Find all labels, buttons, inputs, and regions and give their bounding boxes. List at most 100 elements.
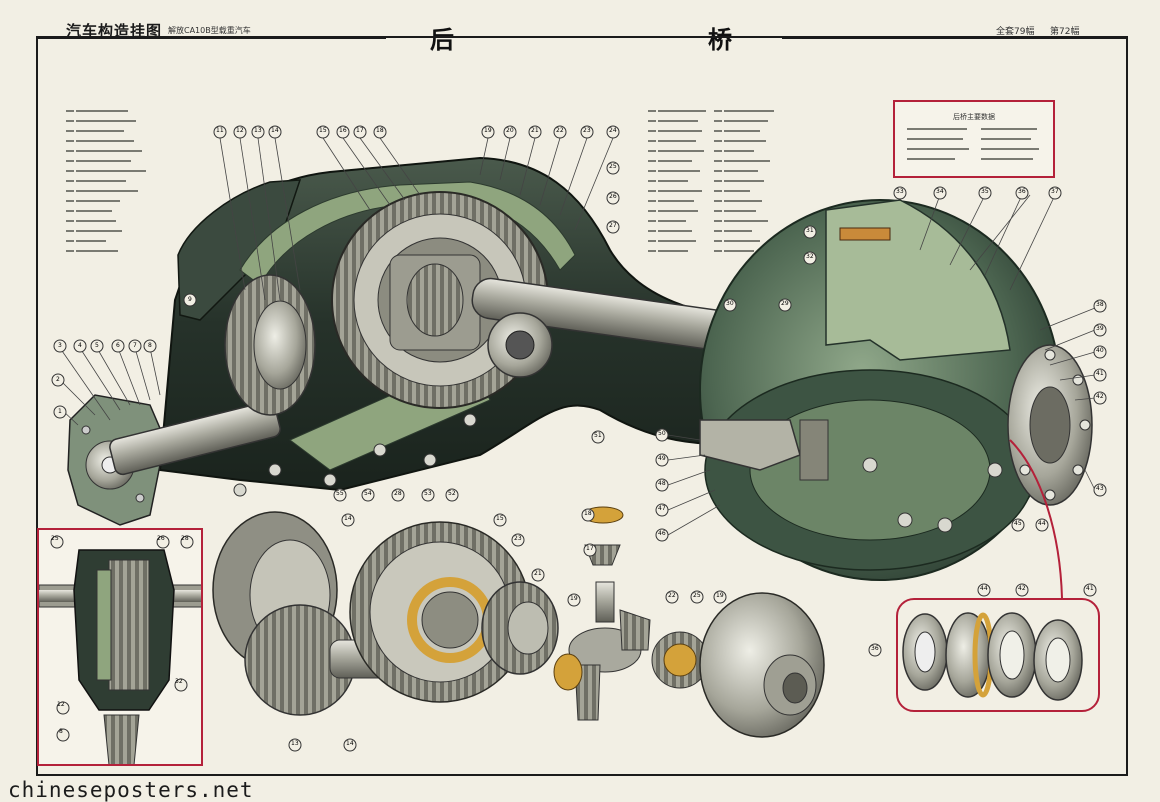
differential-case [389, 254, 481, 351]
callout-label-inset: 32 [175, 678, 183, 685]
callouts-exploded [288, 508, 1097, 752]
exploded-spider [553, 506, 651, 721]
callout-label-exploded: 18 [584, 510, 592, 517]
brake-camshaft-bracket [699, 419, 829, 481]
callout-label-exploded: 19 [716, 592, 724, 599]
callout-label: 16 [339, 127, 347, 134]
callout-label: 47 [658, 505, 666, 512]
callout-label: 5 [95, 342, 99, 349]
issue-count: 全套79幅 [996, 27, 1035, 37]
callout-label: 15 [319, 127, 327, 134]
legend-column-left [66, 110, 146, 252]
issue-number: 第72幅 [1050, 27, 1080, 37]
drum-bolts [862, 457, 1003, 533]
drive-bevel-pinion [224, 274, 316, 416]
callout-label-inset: 12 [57, 701, 65, 708]
callout-label-lock: 44 [980, 585, 988, 592]
header-rule-right [782, 37, 1128, 39]
inset-section-view [37, 528, 203, 766]
callout-label-exploded: 21 [534, 570, 542, 577]
callout-label: 40 [1096, 347, 1104, 354]
lock-nut-assembly [902, 612, 1083, 701]
callout-label: 27 [609, 222, 617, 229]
callout-label-inset: 8 [59, 728, 63, 735]
series-subtitle: 解放CA10B型载重汽车 [168, 26, 251, 35]
callout-label: 51 [594, 432, 602, 439]
callout-label-exploded: 13 [291, 740, 299, 747]
callout-label: 43 [1096, 485, 1104, 492]
callout-label: 34 [936, 188, 944, 195]
callout-label: 1 [58, 408, 62, 415]
callout-label-exploded: 22 [668, 592, 676, 599]
poster-frame [36, 36, 1128, 776]
exploded-crown-wheel [349, 521, 531, 703]
callout-label: 49 [658, 455, 666, 462]
callout-label-inset: 25 [51, 535, 59, 542]
callout-label: 21 [531, 127, 539, 134]
callout-label-lock: 42 [1018, 585, 1026, 592]
callout-label: 22 [556, 127, 564, 134]
series-title: 汽车构造挂图 [66, 22, 163, 40]
callout-label: 50 [658, 430, 666, 437]
callout-label: 46 [658, 530, 666, 537]
callout-label: 33 [896, 188, 904, 195]
callout-label: 3 [58, 342, 62, 349]
exploded-diff-case-half [699, 592, 825, 738]
callout-label: 45 [1014, 520, 1022, 527]
spec-box-lines [907, 128, 1039, 160]
callout-label: 24 [609, 127, 617, 134]
callout-label-lock: 41 [1086, 585, 1094, 592]
callout-label: 29 [781, 300, 789, 307]
brake-backing-plate [825, 199, 1011, 361]
title-char-1: 后 [430, 25, 454, 54]
callout-label: 52 [448, 490, 456, 497]
callout-label: 23 [583, 127, 591, 134]
callout-label-exploded: 14 [344, 515, 352, 522]
callout-label-exploded: 17 [586, 545, 594, 552]
callout-label: 44 [1038, 520, 1046, 527]
callout-circles [51, 125, 1107, 542]
callout-label-inset: 28 [181, 535, 189, 542]
callout-label: 36 [1018, 188, 1026, 195]
callout-label: 54 [364, 490, 372, 497]
callout-label-lock: 36 [871, 645, 879, 652]
callout-label: 19 [484, 127, 492, 134]
watermark: chineseposters.net [8, 778, 254, 802]
wheel-hub-flange [1007, 344, 1093, 506]
callout-label: 11 [216, 127, 224, 134]
callout-label: 53 [424, 490, 432, 497]
callout-label: 6 [116, 342, 120, 349]
carrier-bolts [233, 413, 477, 497]
callout-label: 42 [1096, 393, 1104, 400]
callout-label: 31 [806, 227, 814, 234]
callout-label: 35 [981, 188, 989, 195]
callout-label-exploded: 25 [693, 592, 701, 599]
callout-label: 18 [376, 127, 384, 134]
callout-label: 25 [609, 163, 617, 170]
callout-label: 20 [506, 127, 514, 134]
brake-lining [839, 227, 891, 241]
callout-label: 4 [78, 342, 82, 349]
callout-label: 38 [1096, 301, 1104, 308]
callout-label: 30 [726, 300, 734, 307]
callout-label: 37 [1051, 188, 1059, 195]
callout-label: 2 [56, 376, 60, 383]
callout-label: 12 [236, 127, 244, 134]
callout-label-inset: 26 [157, 535, 165, 542]
callout-label-exploded: 14 [346, 740, 354, 747]
callout-label: 26 [609, 193, 617, 200]
callout-label: 7 [133, 342, 137, 349]
callout-label: 39 [1096, 325, 1104, 332]
callout-label: 41 [1096, 370, 1104, 377]
exploded-side-gear-right [651, 631, 709, 689]
callout-label-exploded: 23 [514, 535, 522, 542]
callout-label: 8 [148, 342, 152, 349]
lockbox-leader [1009, 439, 1063, 599]
callout-label: 17 [356, 127, 364, 134]
callout-label-exploded: 19 [570, 595, 578, 602]
exploded-side-gear [481, 581, 559, 675]
header-rule-left [36, 37, 386, 39]
title-char-2: 桥 [708, 25, 732, 54]
callout-label: 28 [394, 490, 402, 497]
